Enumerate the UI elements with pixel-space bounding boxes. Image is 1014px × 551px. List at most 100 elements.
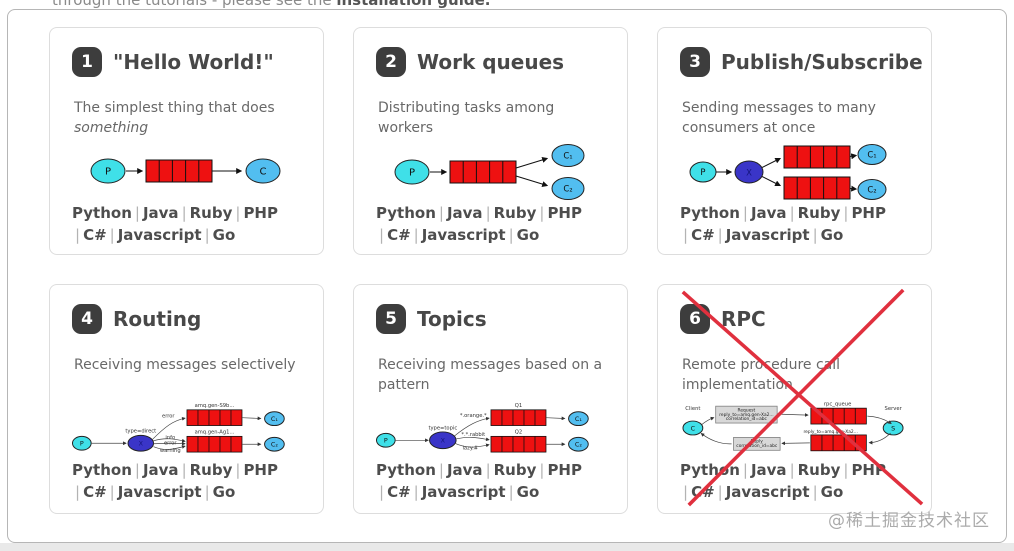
lang-php[interactable]: PHP (243, 461, 278, 479)
separator: | (812, 225, 818, 244)
lang-go[interactable]: Go (516, 482, 540, 501)
language-line: |C#|Javascript|Go (72, 225, 301, 247)
description-emphasis: something (74, 120, 149, 137)
lang-php[interactable]: PHP (547, 204, 582, 222)
queue (810, 434, 867, 452)
lang-ruby[interactable]: Ruby (189, 461, 233, 479)
tutorial-card-rpc: 6 RPC Remote procedure call implementati… (657, 284, 932, 514)
lang-javascript[interactable]: Javascript (725, 482, 810, 501)
lang-javascript[interactable]: Javascript (117, 225, 202, 244)
card-description: Distributing tasks among workers (378, 98, 605, 139)
lang-php[interactable]: PHP (851, 204, 886, 222)
separator: | (843, 204, 849, 222)
lang-go[interactable]: Go (820, 482, 844, 501)
lang-php[interactable]: PHP (243, 204, 278, 222)
card-title: RPC (721, 307, 766, 331)
lang-go[interactable]: Go (820, 225, 844, 244)
producer-label: P (409, 168, 415, 179)
lang-java[interactable]: Java (446, 461, 483, 479)
separator: | (508, 482, 514, 501)
queue-name: amq.gen-Ag1... (195, 429, 235, 435)
language-line: |C#|Javascript|Go (376, 482, 605, 504)
lang-csharp[interactable]: C# (387, 482, 411, 501)
consumer-label: C (260, 167, 267, 178)
lang-java[interactable]: Java (142, 461, 179, 479)
lang-csharp[interactable]: C# (691, 482, 715, 501)
tutorial-card-work-queues: 2 Work queues Distributing tasks among w… (353, 27, 628, 255)
lang-python[interactable]: Python (72, 204, 132, 222)
diagram-publish-subscribe: P X C₁ C₂ (689, 144, 887, 200)
lang-java[interactable]: Java (446, 204, 483, 222)
language-line: Python|Java|Ruby|PHP (680, 460, 909, 482)
queue (783, 176, 851, 200)
consumer-label: C₂ (563, 185, 572, 195)
separator: | (485, 461, 491, 479)
arrow (241, 415, 262, 420)
lang-ruby[interactable]: Ruby (189, 204, 233, 222)
lang-php[interactable]: PHP (547, 461, 582, 479)
consumer-label: C₁ (271, 415, 278, 423)
lang-javascript[interactable]: Javascript (421, 225, 506, 244)
separator: | (75, 225, 81, 244)
separator: | (379, 225, 385, 244)
lang-javascript[interactable]: Javascript (117, 482, 202, 501)
lang-ruby[interactable]: Ruby (493, 461, 537, 479)
arrow (515, 157, 549, 169)
consumer-label: C₁ (563, 152, 572, 162)
lang-python[interactable]: Python (680, 461, 740, 479)
lang-ruby[interactable]: Ruby (797, 204, 841, 222)
lang-java[interactable]: Java (142, 204, 179, 222)
diagram-container: P C₁ C₂ (376, 141, 605, 201)
lang-python[interactable]: Python (376, 461, 436, 479)
separator: | (789, 204, 795, 222)
queue-name: amq.gen-S9b... (195, 402, 235, 408)
lang-go[interactable]: Go (212, 482, 236, 501)
separator: | (109, 482, 115, 501)
exchange-type-label: type=topic (428, 425, 457, 431)
lang-go[interactable]: Go (212, 225, 236, 244)
exchange-node (127, 434, 155, 452)
client-node-label: Client (685, 406, 700, 412)
queue (490, 408, 547, 426)
lang-ruby[interactable]: Ruby (493, 204, 537, 222)
card-number-badge: 2 (376, 47, 406, 77)
lang-python[interactable]: Python (72, 461, 132, 479)
tutorial-card-hello-world: 1 "Hello World!" The simplest thing that… (49, 27, 324, 255)
lang-php[interactable]: PHP (851, 461, 886, 479)
server-letter: S (891, 424, 895, 432)
lang-csharp[interactable]: C# (387, 225, 411, 244)
binding-edge (153, 444, 186, 450)
lang-python[interactable]: Python (376, 204, 436, 222)
producer-label: P (105, 167, 111, 178)
lang-java[interactable]: Java (750, 461, 787, 479)
queue (186, 408, 243, 426)
lang-go[interactable]: Go (516, 225, 540, 244)
lang-javascript[interactable]: Javascript (725, 225, 810, 244)
card-header: 4 Routing (72, 303, 301, 335)
lang-ruby[interactable]: Ruby (797, 461, 841, 479)
lang-python[interactable]: Python (680, 204, 740, 222)
lang-javascript[interactable]: Javascript (421, 482, 506, 501)
diagram-container: P X C₁ C₂ (680, 141, 909, 201)
card-header: 1 "Hello World!" (72, 46, 301, 78)
lang-csharp[interactable]: C# (691, 225, 715, 244)
language-line: Python|Java|Ruby|PHP (680, 203, 909, 225)
installation-guide-link[interactable]: installation guide. (336, 0, 491, 9)
card-description: Receiving messages selectively (74, 355, 301, 396)
producer-label: P (80, 439, 84, 447)
tutorial-card-routing: 4 Routing Receiving messages selectively… (49, 284, 324, 514)
lang-csharp[interactable]: C# (83, 225, 107, 244)
binding-label: error (164, 440, 177, 446)
arrow (515, 175, 549, 187)
card-number-badge: 4 (72, 304, 102, 334)
separator: | (742, 204, 748, 222)
consumer-node (245, 158, 281, 184)
consumer-label: C₁ (867, 151, 876, 161)
separator: | (683, 482, 689, 501)
card-header: 6 RPC (680, 303, 909, 335)
lang-java[interactable]: Java (750, 204, 787, 222)
lang-csharp[interactable]: C# (83, 482, 107, 501)
description-text: Receiving messages selectively (74, 357, 296, 373)
binding-label: warning (160, 448, 181, 454)
separator: | (204, 482, 210, 501)
